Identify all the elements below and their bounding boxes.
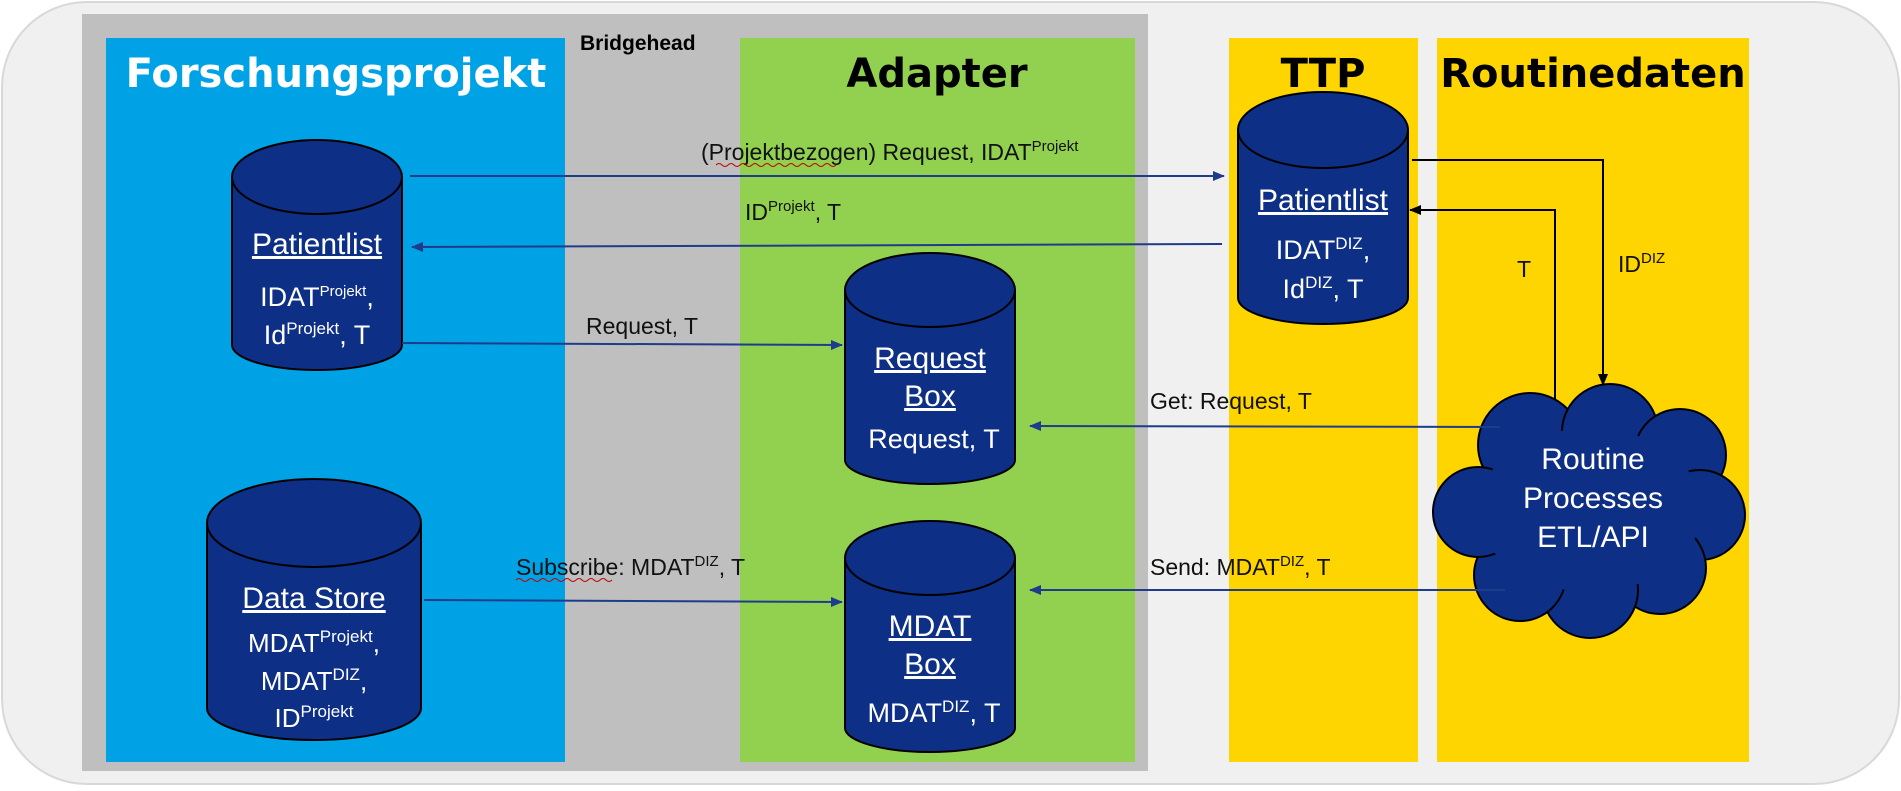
label-send-mdat: Send: MDATDIZ, T (1150, 553, 1331, 580)
data-store-line1: MDATProjekt, (248, 627, 380, 658)
ttp-patientlist-line1: IDATDIZ, (1276, 234, 1370, 265)
label-get-request: Get: Request, T (1150, 388, 1312, 414)
routine-processes-cloud: Routine Processes ETL/API (1432, 383, 1746, 639)
request-box-database: Request Box Request, T (844, 252, 1016, 485)
label-t: T (1517, 256, 1531, 282)
cloud-line-2: Processes (1523, 482, 1663, 515)
fp-patientlist-line1: IDATProjekt, (260, 282, 374, 312)
request-box-title-1: Request (874, 342, 986, 375)
label-subscribe: Subscribe: MDATDIZ, T (516, 553, 745, 580)
arrow-get-request (1029, 421, 1501, 432)
label-id-projekt: IDProjekt, T (745, 198, 841, 225)
data-store-line3: IDProjekt (275, 702, 354, 733)
ttp-title: TTP (1281, 51, 1366, 97)
label-id-diz: IDDIZ (1618, 250, 1665, 277)
routinedaten-title: Routinedaten (1440, 51, 1746, 97)
fp-patientlist-line2: IdProjekt, T (264, 319, 370, 350)
mdat-box-database: MDAT Box MDATDIZ, T (844, 520, 1016, 753)
fp-patientlist-database: Patientlist IDATProjekt, IdProjekt, T (231, 139, 403, 371)
arrow-id-diz (1412, 159, 1608, 386)
squiggle-projekt-request (715, 163, 837, 167)
data-store-title: Data Store (242, 582, 385, 615)
label-request-t: Request, T (586, 313, 698, 339)
mdat-box-title-2: Box (904, 648, 956, 681)
arrow-request-t (401, 339, 843, 350)
bridgehead-label: Bridgehead (580, 32, 696, 55)
label-projekt-request: (Projektbezogen) Request, IDATProjekt (701, 138, 1079, 165)
forschungsprojekt-title: Forschungsprojekt (126, 51, 547, 97)
mdat-box-title-1: MDAT (889, 610, 972, 643)
request-box-title-2: Box (904, 380, 956, 413)
cloud-line-3: ETL/API (1537, 521, 1649, 554)
squiggle-subscribe (515, 578, 613, 582)
ttp-patientlist-line2: IdDIZ, T (1283, 273, 1364, 304)
arrow-t-to-ttp (1409, 205, 1556, 400)
ttp-patientlist-database: Patientlist IDATDIZ, IdDIZ, T (1237, 91, 1409, 325)
data-store-database: Data Store MDATProjekt, MDATDIZ, IDProje… (206, 478, 422, 741)
mdat-box-line: MDATDIZ, T (868, 697, 1001, 728)
data-store-line2: MDATDIZ, (261, 665, 367, 696)
arrow-id-projekt (411, 241, 1223, 252)
ttp-patientlist-title: Patientlist (1258, 184, 1389, 217)
adapter-title: Adapter (846, 51, 1027, 97)
cloud-line-1: Routine (1541, 443, 1644, 476)
arrow-subscribe (423, 596, 843, 607)
request-box-line: Request, T (868, 424, 1000, 454)
fp-patientlist-title: Patientlist (252, 228, 383, 261)
